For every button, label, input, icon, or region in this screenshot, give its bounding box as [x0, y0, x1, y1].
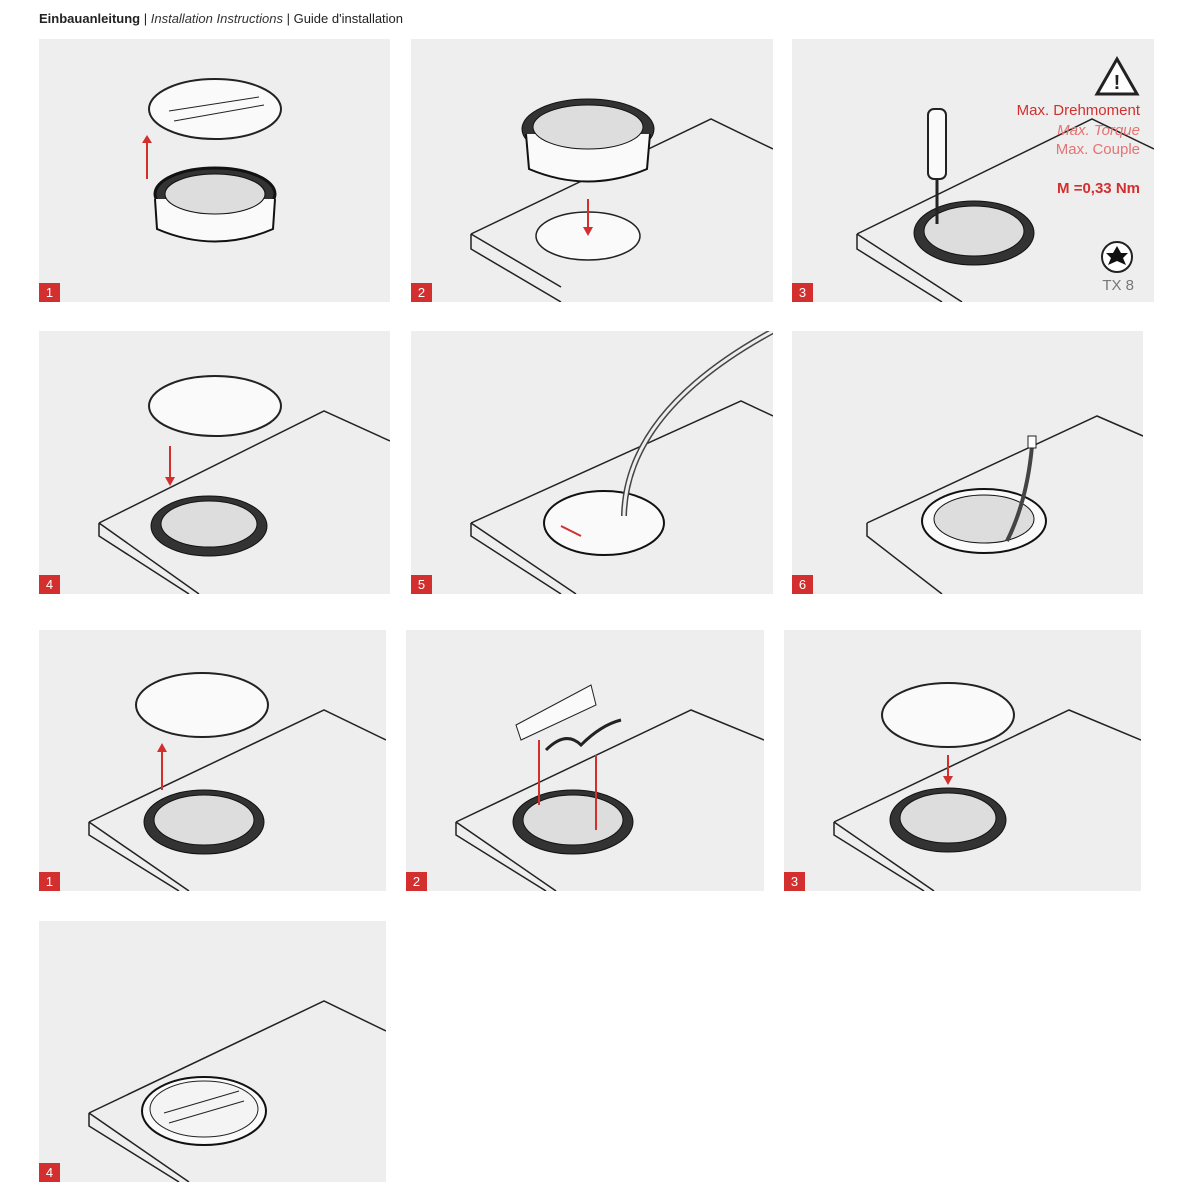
step-number: 5 [411, 575, 432, 594]
step-panel: 5 [411, 331, 773, 594]
step-number: 6 [792, 575, 813, 594]
step-panel: 3 [784, 630, 1141, 891]
step-panel: 4 [39, 331, 390, 594]
step-panel: 4 [39, 921, 386, 1182]
illustration-lid-removal [142, 78, 282, 243]
step-number: 4 [39, 1163, 60, 1182]
illustration-finished [88, 1000, 386, 1182]
illustration-screw-tighten: ! [856, 55, 1154, 302]
step-number: 2 [411, 283, 432, 302]
illustration-insert-parts [455, 684, 764, 891]
svg-text:!: ! [1114, 72, 1121, 94]
illustration-lid-lift [88, 672, 386, 891]
step-panel: 1 [39, 39, 390, 302]
step-panel: 2 [411, 39, 773, 302]
torque-label-de: Max. Drehmoment [1016, 102, 1140, 119]
illustration-cable-feed [470, 331, 773, 594]
torque-label-fr: Max. Couple [1055, 141, 1140, 158]
step-panel: 6 [792, 331, 1143, 594]
step-number: 1 [39, 283, 60, 302]
illustration-insert-grommet [470, 98, 773, 302]
step-number: 4 [39, 575, 60, 594]
step-panel: 1 [39, 630, 386, 891]
step-number: 2 [406, 872, 427, 891]
step-number: 3 [784, 872, 805, 891]
illustration-cable-routed [866, 415, 1143, 594]
page-title: Einbauanleitung | Installation Instructi… [39, 11, 404, 26]
step-number: 3 [792, 283, 813, 302]
illustration-lid-place [98, 375, 390, 594]
step-panel: 2 [406, 630, 764, 891]
step-panel: ! Max. Drehmoment Max. Torque Max. Coupl… [792, 39, 1154, 302]
bit-size: TX 8 [1102, 277, 1134, 294]
illustration-lid-replace [833, 682, 1141, 891]
warning-triangle-icon [1094, 55, 1140, 96]
torque-label-en: Max. Torque [1057, 122, 1140, 139]
torque-value: M =0,33 Nm [1057, 180, 1140, 197]
step-number: 1 [39, 872, 60, 891]
